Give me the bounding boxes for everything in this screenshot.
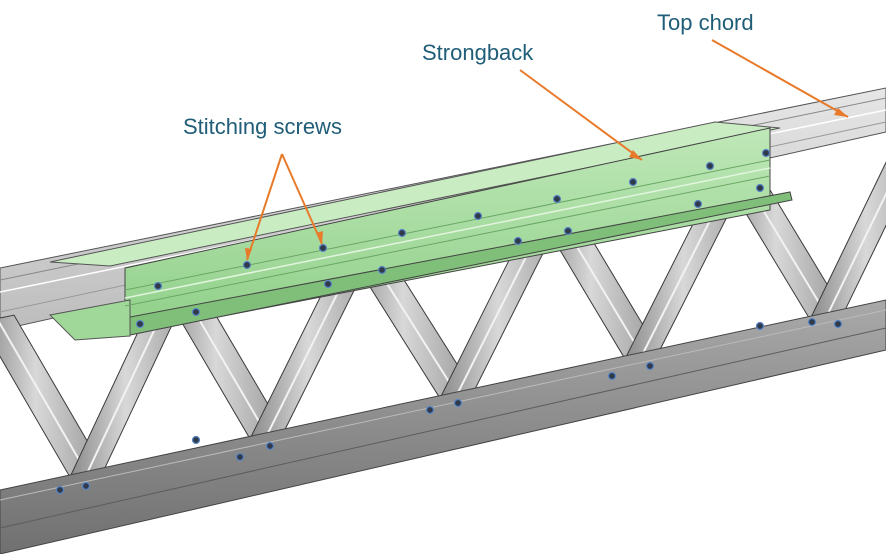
screw-head-icon [235, 452, 245, 462]
web-member-highlight [826, 191, 886, 317]
screw-head-icon [377, 265, 387, 275]
arrowhead-screw-left [245, 248, 252, 260]
label-top-chord: Top chord [657, 10, 754, 35]
screw-head-icon [705, 161, 715, 171]
label-stitching-screws: Stitching screws [183, 114, 342, 139]
web-member-highlight [0, 321, 88, 474]
bottom-chord [0, 299, 886, 555]
strongback [48, 121, 793, 341]
leader-top-chord [711, 39, 849, 118]
screw-head-icon [755, 321, 765, 331]
screw-head-icon [453, 398, 463, 408]
arrowhead-strongback [629, 150, 642, 160]
arrowhead-screw-right [316, 231, 323, 244]
screw-head-icon [397, 228, 407, 238]
screw-head-icon [55, 485, 65, 495]
screw-head-icon [563, 226, 573, 236]
screw-head-icon [318, 243, 328, 253]
screw-head-icon [761, 148, 771, 158]
screw-head-icon [628, 177, 638, 187]
screw-head-icon [607, 371, 617, 381]
screw-head-icon [81, 481, 91, 491]
label-strongback: Strongback [422, 40, 534, 65]
screw-head-icon [473, 211, 483, 221]
screw-head-icon [645, 361, 655, 371]
screw-group [55, 148, 843, 495]
screw-head-icon [323, 279, 333, 289]
screw-head-icon [807, 317, 817, 327]
arrowhead-top-chord [834, 108, 848, 117]
screw-head-icon [755, 183, 765, 193]
screw-head-icon [425, 405, 435, 415]
screw-head-icon [833, 319, 843, 329]
screw-head-icon [513, 236, 523, 246]
leader-screw-left [246, 153, 283, 261]
screw-head-icon [693, 199, 703, 209]
screw-head-icon [153, 281, 163, 291]
screw-head-icon [265, 441, 275, 451]
leader-lines [245, 39, 849, 261]
screw-head-icon [552, 194, 562, 204]
screw-head-icon [191, 307, 201, 317]
screw-head-icon [242, 260, 252, 270]
leader-strongback [519, 69, 643, 161]
screw-head-icon [135, 319, 145, 329]
screw-head-icon [191, 435, 201, 445]
leader-screw-right [281, 153, 323, 245]
